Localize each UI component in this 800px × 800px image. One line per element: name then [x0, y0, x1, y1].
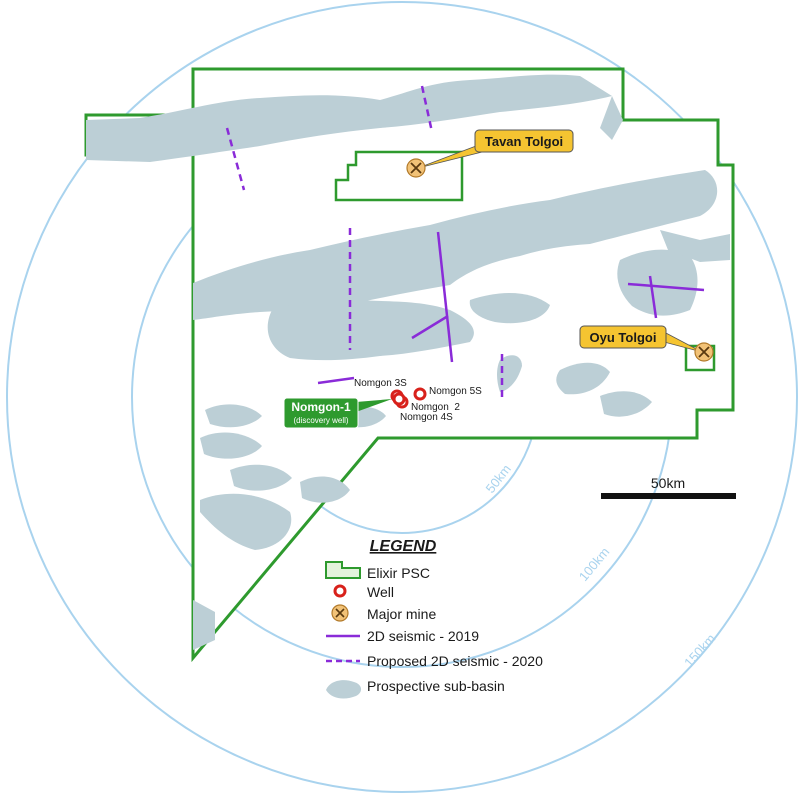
discovery-callout: Nomgon-1 (discovery well) [283, 397, 392, 429]
seismic-2019 [317, 231, 705, 385]
sub-basin [230, 464, 292, 491]
mine-name: Tavan Tolgoi [485, 134, 563, 149]
sub-basin [600, 96, 623, 140]
sub-basin [86, 74, 612, 162]
legend-label: Proposed 2D seismic - 2020 [367, 653, 543, 669]
legend-label: 2D seismic - 2019 [367, 628, 479, 644]
sub-basins [86, 74, 730, 650]
well-label: Nomgon 2 [411, 402, 460, 413]
scale-bar-label: 50km [651, 475, 685, 491]
seismic-line-2019 [436, 231, 454, 363]
sub-basin [469, 293, 550, 324]
well-icon [333, 584, 347, 598]
oyu-tolgoi-mine: Oyu Tolgoi [579, 325, 714, 362]
scale-bar-line [601, 493, 736, 499]
callout-pointer [356, 399, 392, 412]
sub-basin [660, 230, 730, 262]
well-label: Nomgon 5S [429, 386, 482, 397]
ring-label-100km: 100km [576, 544, 613, 584]
legend: LEGEND Elixir PSC Well Major mine 2D sei… [325, 538, 543, 699]
discovery-well-name: Nomgon-1 [291, 400, 351, 414]
seismic-line-2019 [411, 314, 449, 340]
sub-basin [556, 362, 610, 395]
ring-label-50km: 50km [483, 462, 514, 496]
scale-bar: 50km [601, 475, 736, 499]
seismic-line-2020 [225, 127, 246, 191]
sub-basin [300, 476, 350, 503]
discovery-well-note: (discovery well) [293, 416, 348, 425]
legend-title: LEGEND [370, 538, 437, 555]
well-label: Nomgon 4S [400, 412, 453, 423]
mine-name: Oyu Tolgoi [590, 330, 657, 345]
seismic-line-2019 [627, 282, 705, 292]
pickaxe-icon [410, 162, 422, 174]
legend-label: Prospective sub-basin [367, 678, 505, 694]
wells [390, 387, 427, 409]
legend-label: Elixir PSC [367, 565, 430, 581]
sub-basin [193, 600, 215, 650]
sub-basin [200, 493, 292, 550]
seismic-2020 [225, 85, 504, 400]
psc-polygon-icon [325, 561, 361, 579]
seismic-line-2019 [648, 275, 658, 319]
pickaxe-icon [335, 608, 345, 618]
sub-basin [205, 404, 262, 428]
sub-basin [267, 299, 474, 361]
callout-box [474, 129, 574, 153]
ring-150km [6, 1, 798, 793]
seismic-line-2019 [317, 376, 355, 385]
well-nomgon-4s [392, 392, 406, 406]
callout-box [283, 397, 359, 429]
ring-label-150km: 150km [681, 631, 718, 670]
callout-box [579, 325, 667, 349]
legend-label: Well [367, 584, 394, 600]
basin-blob-icon [326, 680, 362, 699]
tavan-tolgoi-mine: Tavan Tolgoi [406, 129, 574, 178]
well-nomgon-5s [413, 387, 427, 401]
sub-basin [200, 432, 262, 459]
legend-label: Major mine [367, 606, 436, 622]
sub-basin [600, 391, 652, 417]
sub-basin [617, 249, 698, 316]
pickaxe-icon [698, 346, 710, 358]
seismic-line-2020 [420, 85, 434, 133]
well-label: Nomgon 3S [354, 378, 407, 389]
sub-basin [193, 170, 718, 320]
